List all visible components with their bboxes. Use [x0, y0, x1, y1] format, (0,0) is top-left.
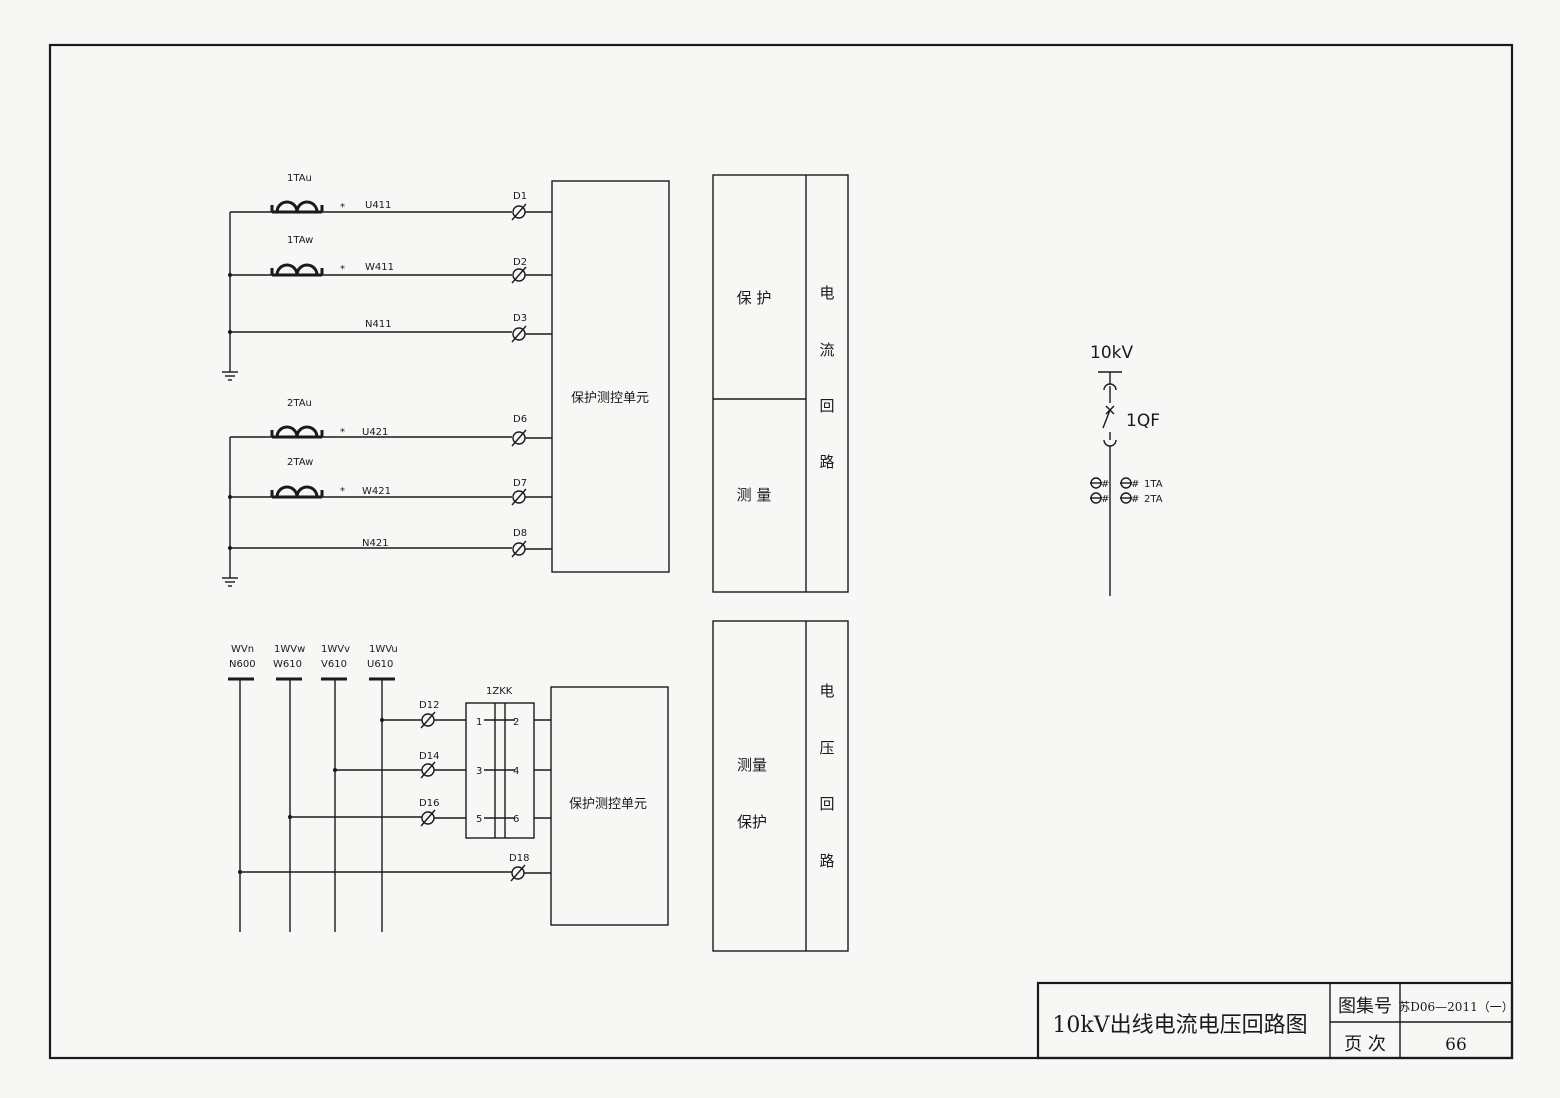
wire-label: U411	[365, 200, 391, 211]
wire-label: U421	[362, 427, 388, 438]
atlas-label: 图集号	[1338, 996, 1392, 1017]
function-label: 保 护	[737, 289, 772, 307]
bus-label-top: WVn	[231, 644, 254, 655]
wire-label: W421	[362, 486, 391, 497]
circuit-label-char: 电	[819, 682, 834, 700]
ct-group-2: 2TAu * U421 2TAw * W421 N421	[222, 398, 512, 587]
ct-2taw: 2TAw	[270, 457, 324, 499]
polarity-mark: *	[340, 486, 345, 497]
terminal-label: D16	[419, 798, 439, 809]
circuit-label-char: 回	[819, 397, 834, 415]
terminal-label: D6	[513, 414, 527, 425]
terminal-d16: D16	[419, 798, 466, 827]
ct-1tau: 1TAu	[270, 173, 324, 214]
wire-label: N411	[365, 319, 392, 330]
ct-label: 2TA	[1144, 494, 1163, 505]
unit-label: 保护测控单元	[569, 797, 647, 812]
ct-label: 1TA	[1144, 479, 1163, 490]
breaker-label: 1QF	[1126, 411, 1160, 431]
ct-group-1: 1TAu * U411 1TAw * W411 N411	[222, 173, 512, 381]
function-label: 测 量	[737, 486, 772, 504]
switch-pin: 1	[476, 717, 482, 728]
terminal-label: D3	[513, 313, 527, 324]
circuit-label-char: 流	[819, 341, 834, 359]
switch-pin: 4	[513, 766, 519, 777]
ground-symbol	[222, 577, 238, 587]
terminal-label: D18	[509, 853, 529, 864]
bus-label-top: 1WVw	[274, 644, 305, 655]
bus-label-bottom: V610	[321, 659, 347, 670]
polarity-mark: *	[340, 264, 345, 275]
ground-symbol	[222, 371, 238, 381]
air-switch-1zkk: 1ZKK 1 2 3 4 5 6	[465, 686, 551, 839]
terminal-d2: D2	[511, 257, 552, 284]
terminal-d12: D12	[419, 700, 466, 729]
sheet-border	[48, 43, 1514, 1060]
ct-label: 1TAw	[287, 235, 313, 246]
circuit-label-char: 路	[819, 453, 834, 471]
circuit-label-char: 压	[819, 739, 834, 757]
terminal-d6: D6	[511, 414, 552, 447]
ct-symbol-mark: #	[1131, 494, 1139, 505]
ct-1taw: 1TAw	[270, 235, 324, 277]
ct-symbol-mark: #	[1101, 479, 1109, 490]
unit-label: 保护测控单元	[571, 391, 649, 406]
ct-symbol-mark: #	[1131, 479, 1139, 490]
wire-label: W411	[365, 262, 394, 273]
bus-label-top: 1WVv	[321, 644, 350, 655]
ct-function-table: 保 护 测 量 电 流 回 路	[712, 174, 849, 593]
function-label: 保护	[737, 813, 767, 831]
terminal-label: D8	[513, 528, 527, 539]
terminal-d14: D14	[419, 751, 466, 779]
bus-label-bottom: N600	[229, 659, 256, 670]
function-label: 测量	[737, 756, 767, 774]
pt-circuit: WVn N600 1WVw W610 1WVv V610 1WVu U610	[228, 620, 849, 952]
ct-label: 2TAw	[287, 457, 313, 468]
page-value: 66	[1445, 1035, 1467, 1055]
pt-terminals: D12 D14 D16 D18	[419, 700, 551, 882]
polarity-mark: *	[340, 202, 345, 213]
bus-label-bottom: U610	[367, 659, 393, 670]
circuit-label-char: 回	[819, 795, 834, 813]
terminal-d3: D3	[511, 313, 552, 343]
ct-circuit: 1TAu * U411 1TAw * W411 N411	[222, 173, 849, 593]
terminal-label: D7	[513, 478, 527, 489]
terminal-label: D2	[513, 257, 527, 268]
terminal-d8: D8	[511, 528, 552, 558]
ct-symbols: # # # # 1TA 2TA	[1090, 477, 1163, 505]
ct-label: 1TAu	[287, 173, 312, 184]
terminal-label: D14	[419, 751, 439, 762]
terminal-d1: D1	[511, 191, 552, 221]
terminal-d18: D18	[509, 853, 551, 882]
switch-pin: 5	[476, 814, 482, 825]
terminal-label: D12	[419, 700, 439, 711]
wire-label: N421	[362, 538, 389, 549]
single-line-diagram: 10kV 1QF # # # # 1TA 2TA	[1090, 343, 1163, 596]
pt-function-table: 测量 保护 电 压 回 路	[712, 620, 849, 952]
title-block: 10kV出线电流电压回路图 图集号 苏D06—2011（一） 页 次 66	[1036, 981, 1514, 1060]
switch-pin: 2	[513, 717, 519, 728]
circuit-label-char: 电	[819, 284, 834, 302]
ct-label: 2TAu	[287, 398, 312, 409]
page-label: 页 次	[1344, 1034, 1386, 1055]
switch-pin: 3	[476, 766, 482, 777]
terminal-d7: D7	[511, 478, 552, 506]
switch-pin: 6	[513, 814, 519, 825]
pt-buses: WVn N600 1WVw W610 1WVv V610 1WVu U610	[228, 644, 398, 932]
terminal-label: D1	[513, 191, 527, 202]
voltage-label: 10kV	[1090, 343, 1133, 363]
protection-unit-box	[551, 180, 670, 573]
drawing-title: 10kV出线电流电压回路图	[1052, 1013, 1307, 1038]
ct-2tau: 2TAu	[270, 398, 324, 439]
bus-label-top: 1WVu	[369, 644, 398, 655]
circuit-label-char: 路	[819, 852, 834, 870]
switch-label: 1ZKK	[486, 686, 513, 697]
protection-unit-box	[550, 686, 669, 926]
polarity-mark: *	[340, 427, 345, 438]
ct-terminals: D1 D2 D3 D6 D7	[511, 191, 552, 558]
bus-label-bottom: W610	[273, 659, 302, 670]
ct-symbol-mark: #	[1101, 494, 1109, 505]
atlas-value: 苏D06—2011（一）	[1398, 1000, 1513, 1014]
